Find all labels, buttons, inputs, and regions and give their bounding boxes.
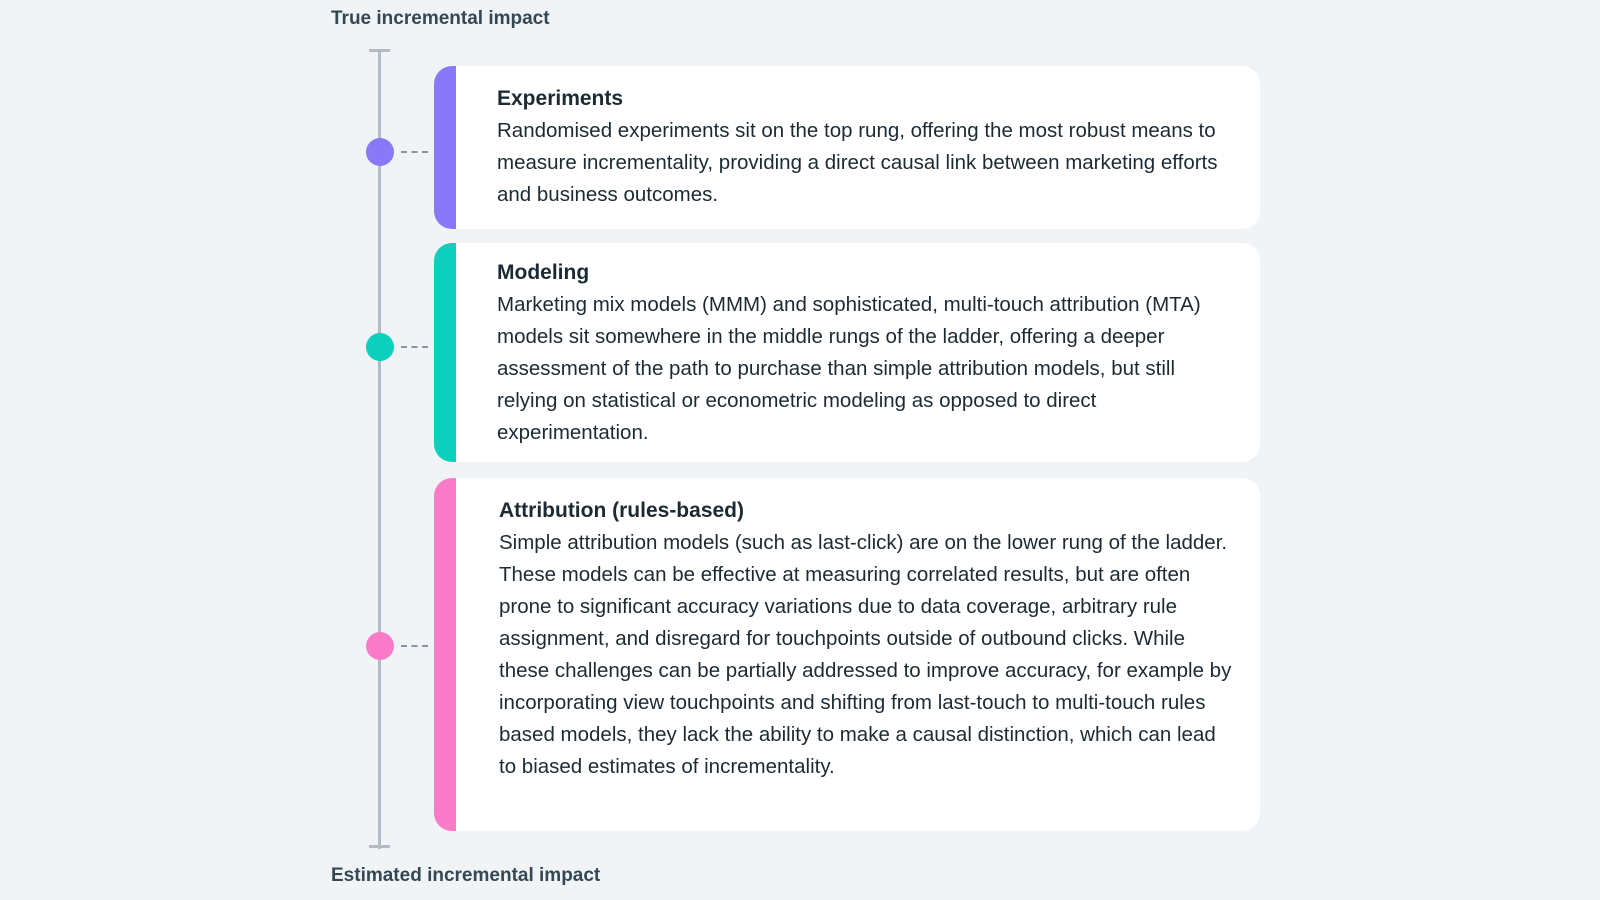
modeling-text: Marketing mix models (MMM) and sophistic… bbox=[497, 293, 1201, 444]
attribution-color-bar bbox=[434, 478, 456, 831]
attribution-title: Attribution (rules-based) bbox=[499, 499, 744, 522]
experiments-body: Experiments Randomised experiments sit o… bbox=[497, 83, 1236, 211]
modeling-color-bar bbox=[434, 243, 456, 462]
experiments-card: Experiments Randomised experiments sit o… bbox=[434, 66, 1260, 229]
attribution-marker bbox=[366, 632, 394, 660]
modeling-title: Modeling bbox=[497, 261, 590, 284]
modeling-body: Modeling Marketing mix models (MMM) and … bbox=[497, 257, 1236, 449]
attribution-body: Attribution (rules-based) Simple attribu… bbox=[499, 495, 1236, 783]
experiments-text: Randomised experiments sit on the top ru… bbox=[497, 119, 1218, 206]
modeling-marker bbox=[366, 333, 394, 361]
modeling-card: Modeling Marketing mix models (MMM) and … bbox=[434, 243, 1260, 462]
experiments-title: Experiments bbox=[497, 87, 624, 110]
axis-bottom-label: Estimated incremental impact bbox=[331, 865, 601, 886]
attribution-connector bbox=[401, 645, 428, 647]
experiments-marker bbox=[366, 138, 394, 166]
attribution-card: Attribution (rules-based) Simple attribu… bbox=[434, 478, 1260, 831]
experiments-color-bar bbox=[434, 66, 456, 229]
modeling-connector bbox=[401, 346, 428, 348]
axis-bottom-cap bbox=[369, 845, 390, 848]
axis-line bbox=[378, 49, 381, 849]
experiments-connector bbox=[401, 151, 428, 153]
axis-top-cap bbox=[369, 49, 390, 52]
attribution-text: Simple attribution models (such as last-… bbox=[499, 531, 1232, 778]
axis-top-label: True incremental impact bbox=[331, 8, 550, 29]
